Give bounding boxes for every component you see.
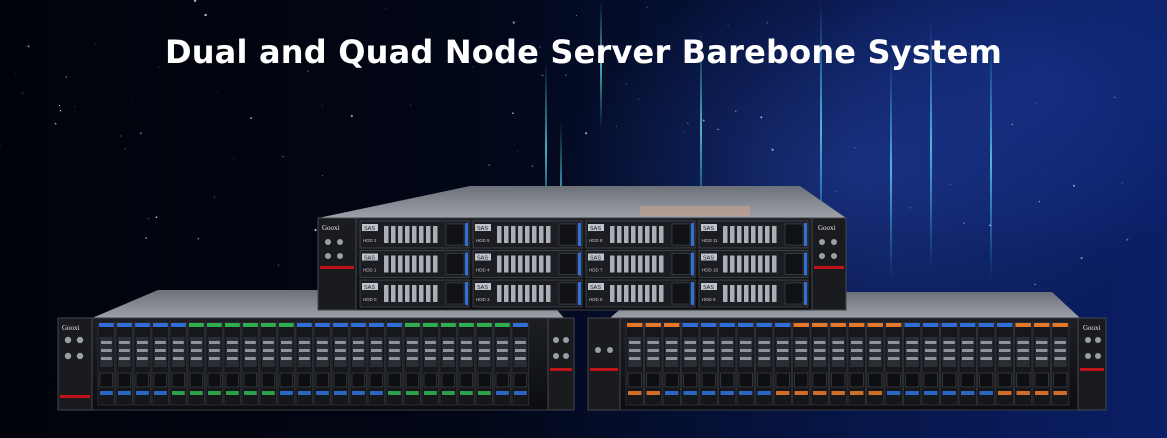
drive-slot-label: HDD 5	[476, 238, 490, 243]
drive-slot-label: HDD 8	[589, 238, 603, 243]
top-server-brand-left: Gooxi	[322, 224, 340, 232]
drive-slot-label: HDD 7	[589, 268, 603, 273]
top-server-drive-bays: SAS HDD 2 SAS HDD 5 SAS HDD 8 SAS HDD 11 SAS HDD …	[359, 220, 809, 308]
drive-slot-label: HDD 6	[589, 297, 603, 302]
drive-type-label: SAS	[477, 256, 488, 262]
right-server-brand: Gooxi	[1083, 324, 1101, 332]
drive-type-label: SAS	[477, 226, 488, 232]
left-server-buttons-right	[553, 337, 569, 359]
drive-type-label: SAS	[364, 256, 375, 262]
drive-type-label: SAS	[477, 285, 488, 291]
drive-slot-label: HDD 1	[363, 268, 377, 273]
drive-slot-label: HDD 9	[702, 297, 716, 302]
top-server-brand-right: Gooxi	[818, 224, 836, 232]
drive-type-label: SAS	[364, 226, 375, 232]
drive-type-label: SAS	[590, 226, 601, 232]
left-server-buttons-left	[64, 336, 84, 360]
drive-slot-label: HDD 10	[702, 268, 719, 273]
drive-slot-label: HDD 2	[363, 238, 377, 243]
banner-title: Dual and Quad Node Server Barebone Syste…	[164, 33, 1003, 71]
drive-slot-label: HDD 4	[476, 268, 490, 273]
drive-type-label: SAS	[703, 256, 714, 262]
left-server-brand: Gooxi	[62, 324, 80, 332]
top-server-buttons	[325, 239, 837, 259]
drive-type-label: SAS	[590, 285, 601, 291]
drive-type-label: SAS	[364, 285, 375, 291]
right-server-drive-bays	[625, 322, 1070, 406]
top-server-top	[318, 186, 846, 218]
right-server-buttons	[595, 337, 1101, 359]
top-server: Gooxi Gooxi SAS HDD 2 SAS HDD 5 SAS HDD 8 SAS H…	[317, 186, 847, 311]
drive-slot-label: HDD 3	[476, 297, 490, 302]
left-server-drive-bays	[97, 322, 530, 406]
left-server: Gooxi	[57, 290, 575, 411]
drive-type-label: SAS	[703, 285, 714, 291]
left-server-red-bar	[60, 395, 90, 398]
drive-type-label: SAS	[590, 256, 601, 262]
drive-slot-label: HDD 11	[702, 238, 718, 243]
drive-slot-label: HDD 0	[363, 297, 377, 302]
drive-type-label: SAS	[703, 226, 714, 232]
